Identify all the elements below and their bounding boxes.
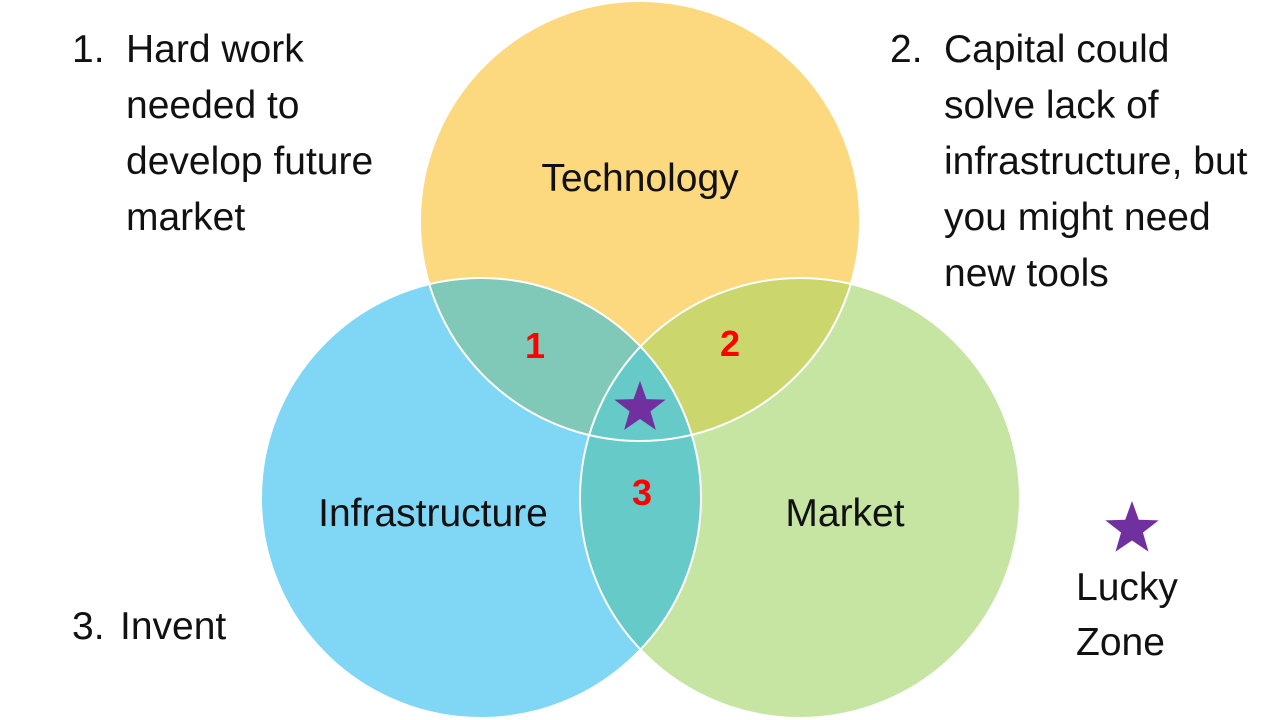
- region-label-3: 3: [632, 472, 652, 513]
- overlap-technology-infrastructure: [420, 278, 701, 441]
- note-3-number: 3.: [72, 605, 105, 648]
- technology-label: Technology: [541, 157, 739, 200]
- market-outline: [579, 277, 1021, 719]
- note-2-text: Capital could solve lack of infrastructu…: [944, 28, 1248, 295]
- infrastructure-outline: [260, 277, 702, 719]
- center-star-icon: [614, 381, 666, 430]
- note-2-number: 2.: [890, 28, 923, 71]
- note-3: 3. Invent: [72, 599, 312, 655]
- legend-label-line1: Lucky: [1076, 566, 1178, 609]
- note-2: 2. Capital could solve lack of infrastru…: [890, 22, 1270, 302]
- infrastructure-label: Infrastructure: [318, 492, 548, 535]
- overlap-technology-market: [580, 278, 860, 441]
- region-label-2: 2: [720, 323, 740, 364]
- legend-star-icon: [1105, 501, 1159, 552]
- region-label-1: 1: [525, 325, 545, 366]
- note-1-text: Hard work needed to develop future marke…: [126, 28, 374, 239]
- note-3-text: Invent: [120, 605, 227, 648]
- technology-outline: [419, 0, 861, 442]
- note-1: 1. Hard work needed to develop future ma…: [72, 22, 432, 246]
- note-1-number: 1.: [72, 28, 105, 71]
- market-label: Market: [785, 492, 904, 535]
- legend-label-line2: Zone: [1076, 621, 1165, 664]
- legend-label: Lucky Zone: [1076, 560, 1206, 670]
